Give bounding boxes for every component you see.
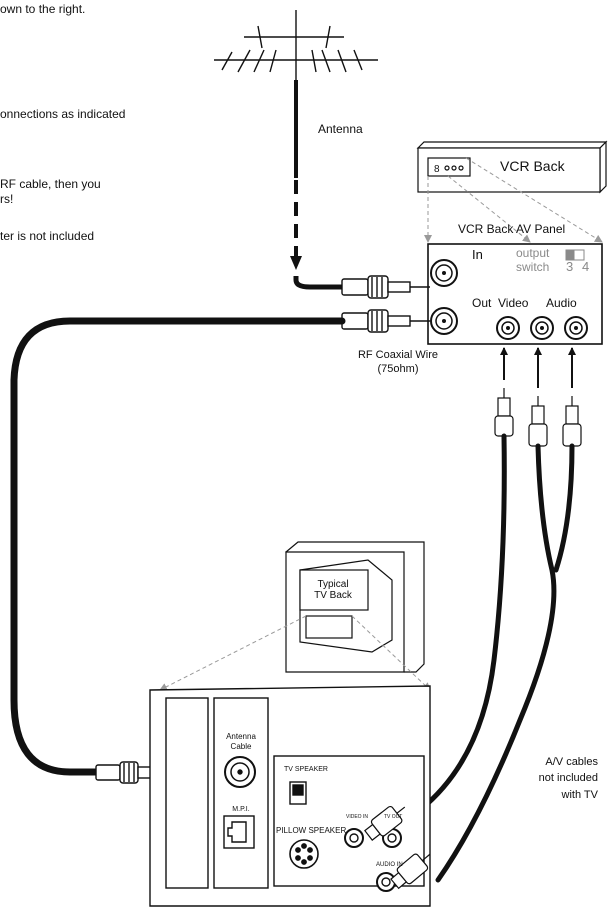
output-switch-icon — [565, 249, 585, 261]
av-cables-label-1: A/V cables — [545, 756, 598, 768]
instruction-line-2: onnections as indicated — [0, 107, 126, 121]
tv-projection-lines — [159, 615, 431, 691]
mpi-label: M.P.I. — [232, 806, 250, 813]
f-connector-out — [341, 309, 430, 333]
rf-wire-label-1: RF Coaxial Wire — [357, 349, 439, 361]
vcr-out-label: Out — [472, 296, 492, 310]
instruction-line-3: RF cable, then you — [0, 177, 101, 191]
tv-speaker-label: TV SPEAKER — [284, 766, 328, 773]
tv-rca-plugs — [364, 805, 431, 890]
pillow-speaker-label: PILLOW SPEAKER — [276, 826, 347, 835]
audio-in-label: AUDIO IN — [376, 862, 403, 868]
vcr-projection-lines — [424, 157, 603, 243]
av-cables — [417, 433, 575, 883]
vcr-av-panel — [427, 243, 603, 345]
vcr-in-label: In — [472, 247, 483, 262]
tv-av-panel — [149, 685, 431, 907]
antenna-cable-label-1: Antenna — [226, 732, 256, 741]
typical-tv-label-1: Typical — [317, 579, 349, 590]
svg-text:8: 8 — [434, 164, 440, 175]
vcr-video-label: Video — [498, 296, 529, 310]
output-switch-label-2: switch — [516, 260, 550, 274]
instruction-line-5: ter is not included — [0, 229, 95, 243]
vcr-panel-label: VCR Back AV Panel — [458, 222, 566, 236]
f-connector-tv — [95, 761, 153, 784]
switch-3-label: 3 — [566, 259, 574, 274]
typical-tv-back — [285, 541, 425, 673]
instruction-line-4: rs! — [0, 192, 14, 206]
vcr-audio-label: Audio — [546, 296, 577, 310]
av-cables-label-3: with TV — [561, 789, 598, 801]
rf-wire-label-2: (75ohm) — [377, 363, 419, 375]
instruction-line-1: own to the right. — [0, 2, 86, 16]
antenna-cable-label-2: Cable — [230, 742, 252, 751]
av-cables-label-2: not included — [538, 772, 598, 784]
f-connector-in — [341, 275, 430, 299]
vcr-back-box: 8 — [416, 140, 608, 194]
rf-coaxial-wire — [10, 317, 346, 776]
switch-4-label: 4 — [582, 259, 590, 274]
rca-plugs — [494, 388, 582, 447]
output-switch-label-1: output — [516, 246, 550, 260]
antenna-icon — [214, 10, 378, 178]
antenna-label: Antenna — [318, 122, 363, 136]
tv-out-label: TV OUT — [384, 814, 403, 820]
rca-arrows — [500, 347, 576, 388]
antenna-lead-cable — [293, 276, 342, 290]
vcr-back-label: VCR Back — [500, 158, 565, 174]
typical-tv-label-2: TV Back — [314, 590, 352, 601]
antenna-downlead — [290, 80, 302, 270]
video-in-label: VIDEO IN — [346, 814, 368, 820]
